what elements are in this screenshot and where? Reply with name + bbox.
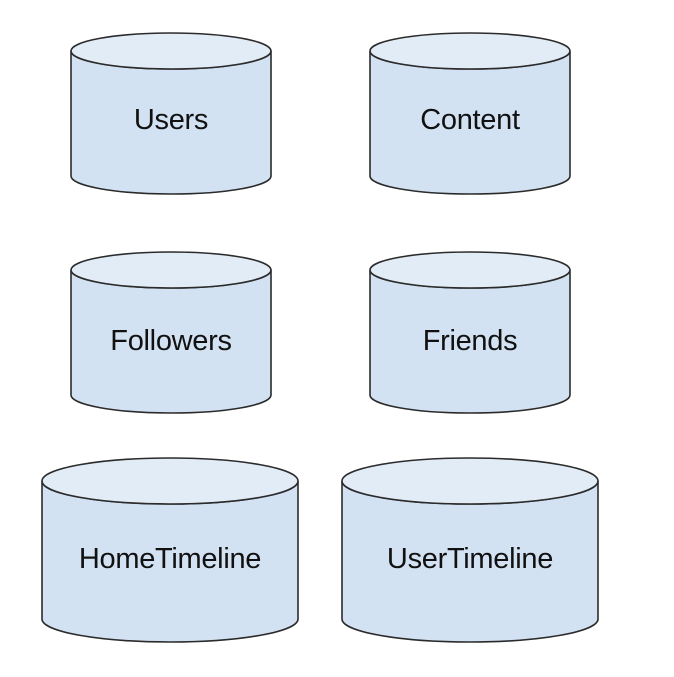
friends-label: Friends (422, 325, 518, 357)
cylinder-shape (369, 32, 571, 195)
cylinder-shape (41, 457, 299, 643)
user-timeline-label: UserTimeline (386, 543, 554, 575)
cylinder-shape (70, 251, 272, 414)
home-timeline-label: HomeTimeline (78, 543, 262, 575)
cylinder-shape (369, 251, 571, 414)
home-timeline-database-cylinder: HomeTimeline (41, 457, 299, 643)
followers-database-cylinder: Followers (70, 251, 272, 414)
content-database-cylinder: Content (369, 32, 571, 195)
users-label: Users (133, 104, 209, 136)
content-label: Content (420, 104, 520, 136)
followers-label: Followers (110, 325, 232, 357)
cylinder-shape (70, 32, 272, 195)
user-timeline-database-cylinder: UserTimeline (341, 457, 599, 643)
cylinder-shape (341, 457, 599, 643)
users-database-cylinder: Users (70, 32, 272, 195)
friends-database-cylinder: Friends (369, 251, 571, 414)
